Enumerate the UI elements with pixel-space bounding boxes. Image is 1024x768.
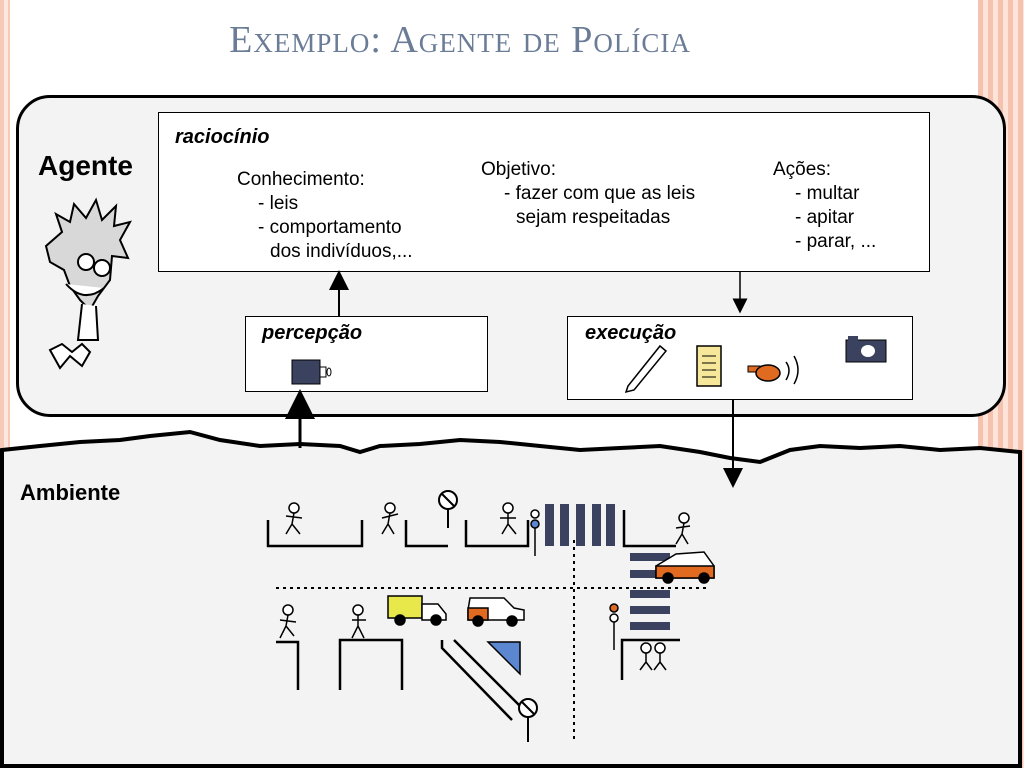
perception-box (245, 316, 488, 392)
actions-item-3: - parar, ... (795, 231, 877, 252)
crosswalk-vertical (545, 504, 615, 546)
pedestrian-icon (279, 502, 691, 671)
actions-item-2: - apitar (795, 207, 855, 228)
camera-icon (291, 359, 332, 385)
agent-label: Agente (38, 150, 133, 181)
reasoning-label: raciocínio (175, 126, 270, 148)
reasoning-box (158, 112, 930, 272)
knowledge-item-2: - comportamento (258, 217, 402, 238)
police-agent-cartoon (44, 197, 132, 370)
actions-heading: Ações: (773, 159, 832, 180)
truck-icon (387, 595, 447, 626)
yield-sign-icon (486, 641, 521, 676)
left-decor-stripes (0, 0, 10, 768)
goal-heading: Objetivo: (481, 159, 556, 180)
crosswalk-horizontal (630, 553, 670, 630)
street-map (266, 510, 708, 740)
environment-label: Ambiente (20, 480, 121, 505)
goal-item-2: sejam respeitadas (516, 207, 671, 228)
goal-item-1: - fazer com que as leis (504, 183, 696, 204)
actions-item-1: - multar (795, 183, 860, 204)
photo-camera-icon (845, 336, 887, 363)
knowledge-item-1: - leis (258, 193, 299, 214)
perception-label: percepção (262, 322, 363, 344)
no-entry-sign-icon (438, 490, 538, 742)
whistle-icon (747, 355, 799, 385)
execution-label: execução (585, 322, 677, 344)
traffic-light-icon (530, 509, 619, 650)
knowledge-heading: Conhecimento: (237, 169, 365, 190)
knowledge-item-3: dos indivíduos,... (270, 241, 413, 262)
car-icon (467, 597, 525, 627)
ticket-notepad-icon (696, 345, 722, 387)
slide-title: Exemplo: Agente de Polícia (229, 19, 691, 61)
pen-icon (624, 344, 668, 394)
car-icon (655, 551, 715, 584)
